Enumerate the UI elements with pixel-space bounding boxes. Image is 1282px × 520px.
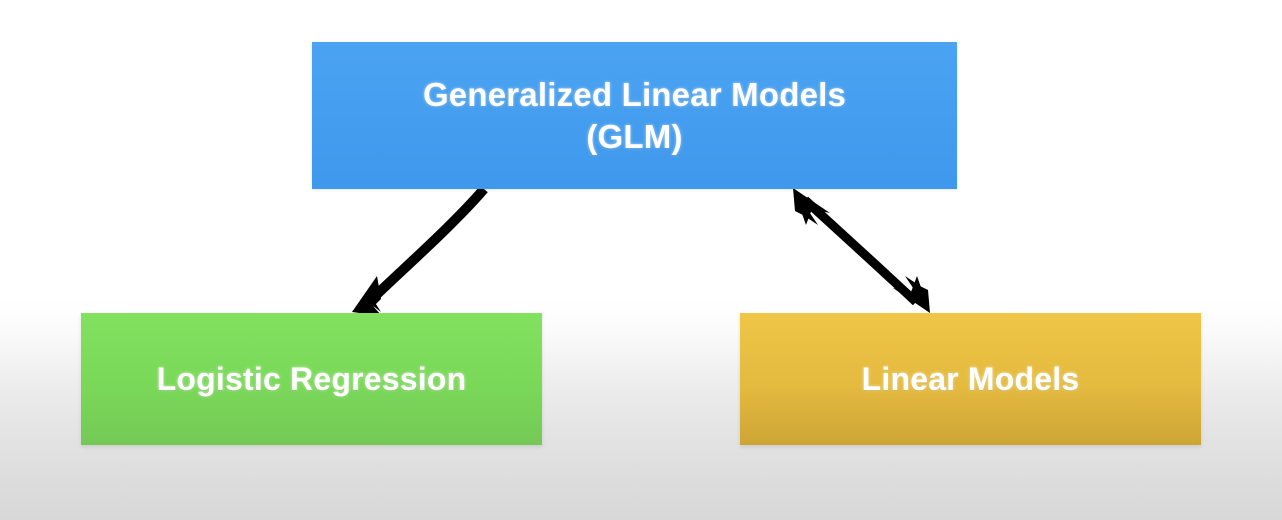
- node-generalized-linear-models[interactable]: Generalized Linear Models (GLM): [312, 42, 957, 189]
- node-generalized-linear-models-label: Generalized Linear Models (GLM): [422, 75, 847, 155]
- node-linear-models-label: Linear Models: [861, 360, 1080, 397]
- connector-glm-to-linear: [793, 188, 930, 313]
- node-logistic-regression[interactable]: Logistic Regression: [81, 313, 542, 445]
- node-logistic-regression-label: Logistic Regression: [156, 360, 467, 397]
- arrowhead-down-right-icon: [893, 276, 930, 313]
- connector-glm-to-logistic: [352, 185, 488, 316]
- arrowhead-down-left-icon: [352, 291, 383, 312]
- node-linear-models[interactable]: Linear Models: [740, 313, 1201, 445]
- arrowhead-up-left-icon: [793, 188, 830, 225]
